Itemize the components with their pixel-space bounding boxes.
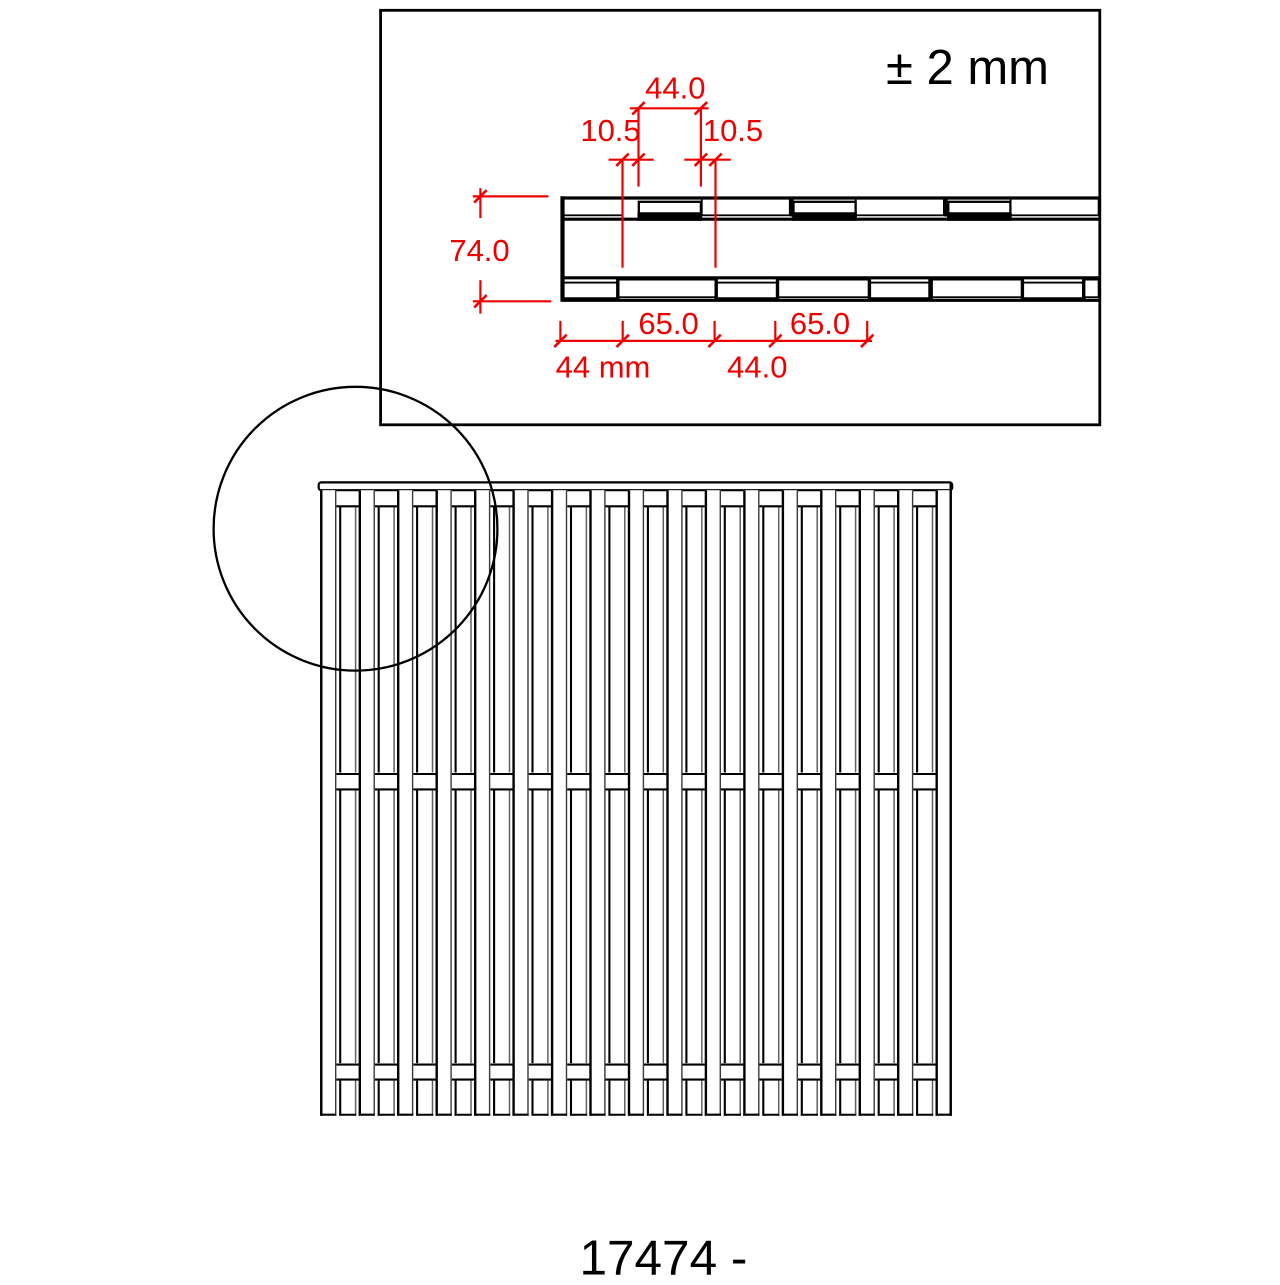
svg-text:74.0: 74.0 (449, 233, 509, 268)
svg-text:65.0: 65.0 (638, 306, 698, 341)
svg-text:44.0: 44.0 (727, 350, 787, 385)
svg-text:10.5: 10.5 (580, 113, 640, 148)
svg-text:± 2 mm: ± 2 mm (886, 41, 1049, 95)
svg-text:44 mm: 44 mm (556, 350, 651, 385)
svg-text:10.5: 10.5 (703, 113, 763, 148)
svg-text:17474 -: 17474 - (579, 1231, 747, 1280)
svg-text:65.0: 65.0 (790, 306, 850, 341)
svg-text:44.0: 44.0 (645, 71, 705, 106)
